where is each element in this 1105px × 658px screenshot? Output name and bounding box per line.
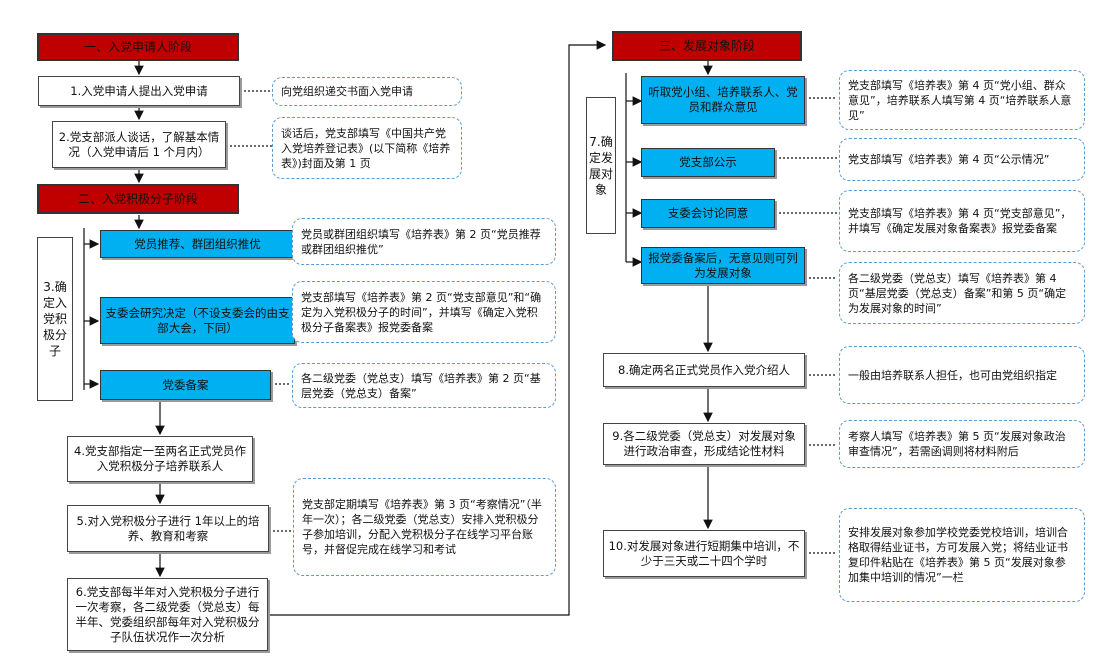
stage-3-label: 3.确定入党积极分子: [37, 237, 73, 401]
note-7: 党支部填写《培养表》第 4 页“党小组、群众意见”，培养联系人填写第 4 页“培…: [839, 70, 1085, 130]
note-12: 考察人填写《培养表》第 5 页“发展对象政治审查情况”，若需函调则将材料附后: [839, 420, 1085, 468]
step-9-box: 9.各二级党委（党总支）对发展对象进行政治审查，形成结论性材料: [603, 423, 805, 465]
note-6: 党支部定期填写《培养表》第 3 页“考察情况”（半年一次）；各二级党委（党总支）…: [293, 478, 556, 576]
note-2: 谈话后，党支部填写《中国共产党入党培养登记表》(以下简称《培养表》)封面及第 1…: [272, 117, 462, 179]
step-3c-box: 党委备案: [100, 370, 271, 400]
step-7a-box: 听取党小组、培养联系人、党员和群众意见: [641, 76, 805, 124]
step-4-box: 4.党支部指定一至两名正式党员作入党积极分子培养联系人: [67, 436, 253, 482]
step-6-box: 6.党支部每半年对入党积极分子进行一次考察，各二级党委（党总支）每半年、党委组织…: [67, 578, 268, 651]
note-3: 党员或群团组织填写《培养表》第 2 页“党员推荐或群团组织推优”: [292, 218, 556, 265]
note-5: 各二级党委（党总支）填写《培养表》第 2 页“基层党委（党总支）备案”: [292, 363, 556, 408]
note-13: 安排发展对象参加学校党委党校培训，培训合格取得结业证书，方可发展入党；将结业证书…: [839, 508, 1085, 602]
stage-7-label: 7.确定发展对象: [586, 97, 616, 234]
note-10: 各二级党委（党总支）填写《培养表》第 4 页“基层党委（党总支）备案”和第 5 …: [839, 262, 1085, 324]
note-1: 向党组织递交书面入党申请: [272, 77, 462, 106]
step-7c-box: 支委会讨论同意: [641, 199, 775, 228]
step-7d-box: 报党委备案后，无意见则可列为发展对象: [641, 247, 805, 284]
step-10-box: 10.对发展对象进行短期集中培训，不少于三天或二十四个学时: [603, 530, 805, 577]
step-1-box: 1.入党申请人提出入党申请: [38, 76, 240, 106]
header-stage-3: 三、发展对象阶段: [612, 31, 802, 61]
header-stage-1: 一、入党申请人阶段: [37, 33, 239, 61]
note-11: 一般由培养联系人担任，也可由党组织指定: [839, 346, 1085, 404]
note-4: 党支部填写《培养表》第 2 页“党支部意见”和“确定为入党积极分子的时间”，并填…: [292, 281, 556, 343]
header-stage-2: 二、入党积极分子阶段: [37, 184, 239, 214]
step-2-box: 2.党支部派人谈话，了解基本情况（入党申请后 1 个月内）: [52, 121, 226, 168]
note-9: 党支部填写《培养表》第 4 页“党支部意见”，并填写《确定发展对象备案表》报党委…: [839, 190, 1085, 252]
step-7b-box: 党支部公示: [641, 148, 775, 177]
note-8: 党支部填写《培养表》第 4 页“公示情况”: [839, 138, 1085, 181]
step-8-box: 8.确定两名正式党员作入党介绍人: [603, 353, 805, 387]
step-3b-box: 支委会研究决定（不设支委会的由支部大会，下同）: [100, 297, 295, 344]
step-5-box: 5.对入党积极分子进行 1年以上的培养、教育和考察: [67, 505, 269, 552]
step-3a-box: 党员推荐、群团组织推优: [100, 230, 295, 258]
